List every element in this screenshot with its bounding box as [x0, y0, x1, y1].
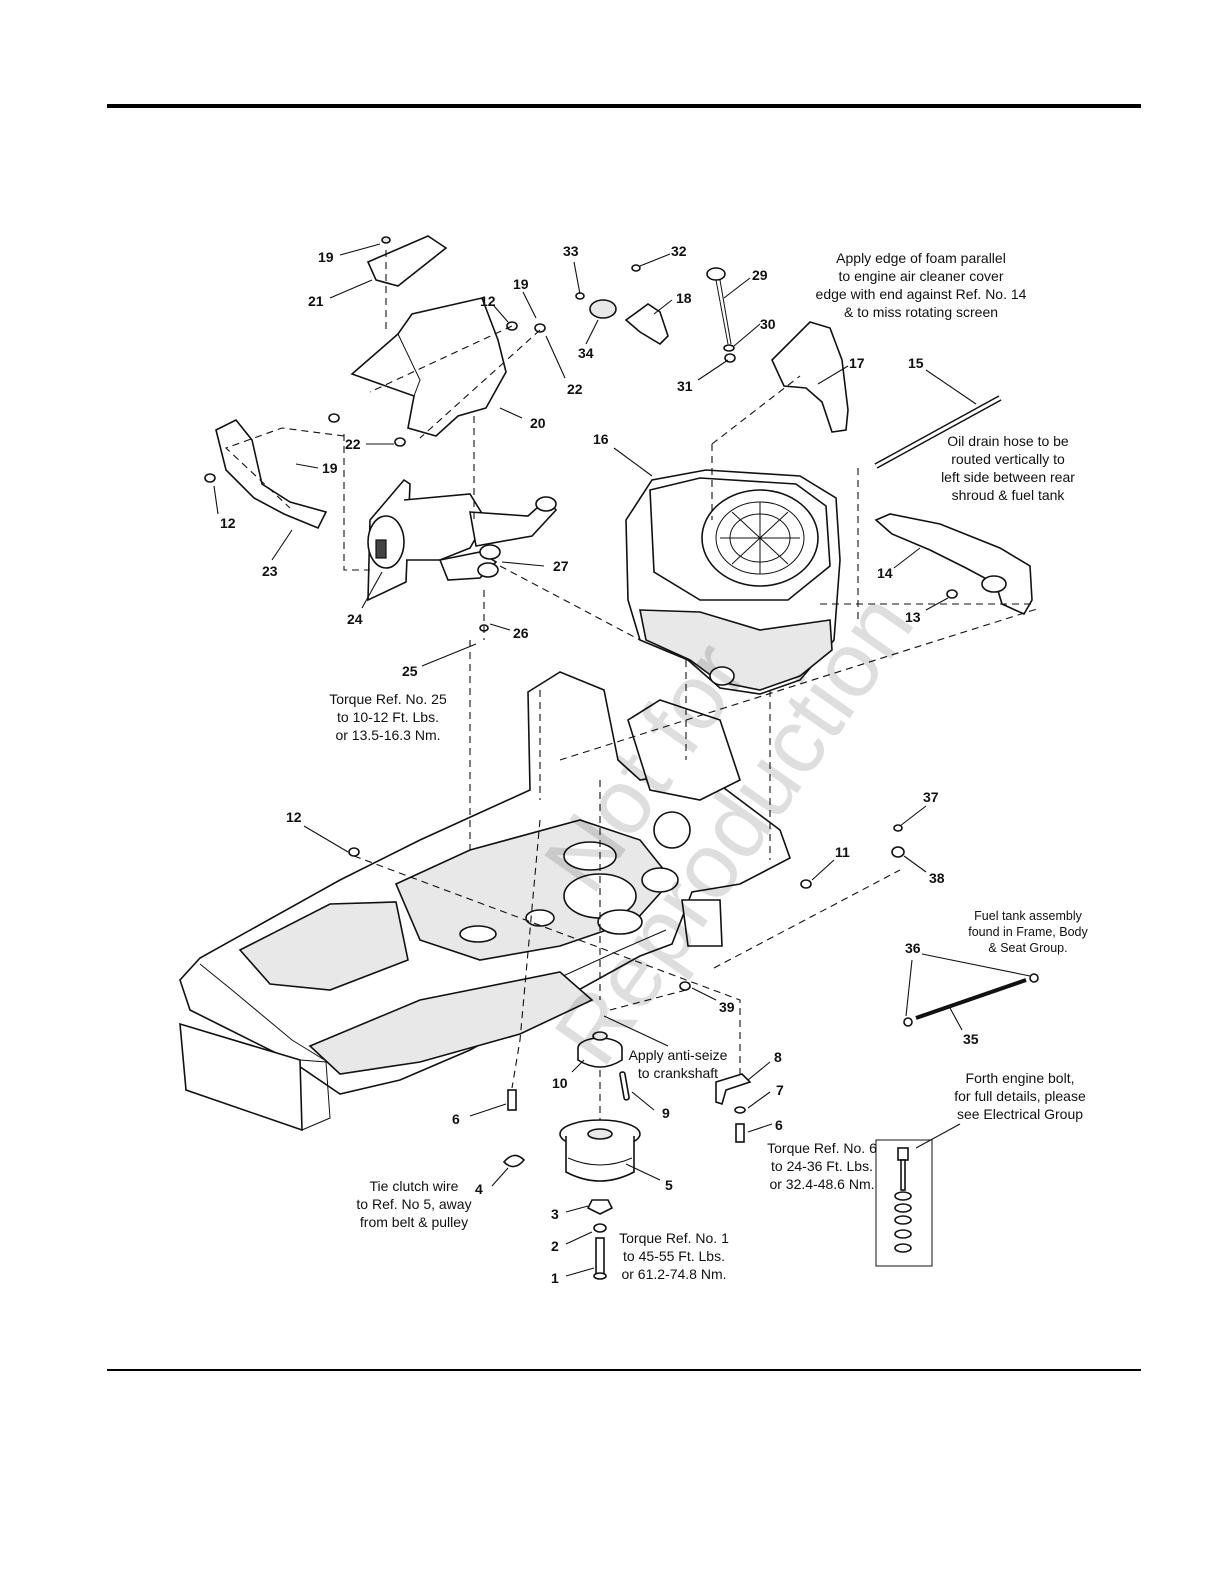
- part-frame: [179, 671, 791, 1132]
- callout-label: 6: [775, 1117, 783, 1133]
- header-rule: [107, 104, 1141, 108]
- callout-label: 5: [665, 1177, 673, 1193]
- part-key: [619, 1071, 630, 1101]
- callout-label: 9: [662, 1105, 670, 1121]
- callout-label: 26: [513, 625, 529, 641]
- callout-label: 2: [551, 1238, 559, 1254]
- callout-label: 35: [963, 1031, 979, 1047]
- callout-label: 12: [480, 293, 496, 309]
- callout-label: 12: [220, 515, 236, 531]
- callout-label: 14: [877, 565, 893, 581]
- callout-label: 24: [347, 611, 363, 627]
- callout-label: 36: [905, 940, 921, 956]
- part-oil-drain-hose: [874, 395, 1002, 469]
- callout-labels: 19 21 12 19 22 20 22 19 12 23 24 27 26 2…: [220, 243, 979, 1286]
- assembly-lines: [224, 250, 1041, 1120]
- part-engine: [625, 469, 841, 695]
- part-dipstick: [706, 267, 736, 363]
- callout-label: 7: [776, 1082, 784, 1098]
- part-side-shield: [215, 418, 328, 530]
- callout-label: 16: [593, 431, 609, 447]
- note-torque-ref-6: Torque Ref. No. 6 to 24-36 Ft. Lbs. or 3…: [767, 1140, 877, 1192]
- callout-label: 18: [676, 290, 692, 306]
- callout-label: 20: [530, 415, 546, 431]
- callout-label: 1: [551, 1270, 559, 1286]
- part-clutch: [559, 1119, 641, 1182]
- callout-label: 31: [677, 378, 693, 394]
- callout-label: 22: [567, 381, 583, 397]
- callout-label: 12: [286, 809, 302, 825]
- callout-label: 10: [552, 1075, 568, 1091]
- part-pulley: [577, 1031, 623, 1068]
- callout-label: 30: [760, 316, 776, 332]
- callout-label: 19: [322, 460, 338, 476]
- part-bolt-stack: [586, 1199, 614, 1280]
- callout-label: 8: [774, 1049, 782, 1065]
- callout-label: 13: [905, 609, 921, 625]
- part-main-heat-shield: [350, 297, 507, 437]
- callout-label: 19: [318, 249, 334, 265]
- leader-lines: [213, 243, 1031, 1277]
- callout-label: 3: [551, 1206, 559, 1222]
- part-fuel-tank-rod: [915, 978, 1027, 1020]
- callout-label: 33: [563, 243, 579, 259]
- note-torque-ref-1: Torque Ref. No. 1 to 45-55 Ft. Lbs. or 6…: [619, 1230, 729, 1282]
- callout-label: 11: [835, 844, 850, 860]
- part-knob: [589, 299, 617, 319]
- callout-label: 15: [908, 355, 924, 371]
- callout-label: 37: [923, 789, 939, 805]
- footer-rule: [107, 1369, 1141, 1371]
- callout-label: 29: [752, 267, 768, 283]
- part-clutch-wire-tie: [502, 1154, 526, 1168]
- callout-label: 4: [475, 1181, 483, 1197]
- callout-label: 27: [553, 558, 569, 574]
- callout-label: 23: [262, 563, 278, 579]
- part-foam-strip: [771, 321, 849, 433]
- note-anti-seize: Apply anti-seize to crankshaft: [628, 1047, 728, 1081]
- part-muffler: [367, 478, 558, 602]
- callout-label: 34: [578, 345, 594, 361]
- part-rear-shroud: [874, 513, 1033, 616]
- note-engine-bolt: Forth engine bolt, for full details, ple…: [954, 1070, 1086, 1122]
- callout-label: 39: [719, 999, 735, 1015]
- part-heat-shield-plate: [366, 235, 448, 287]
- callout-label: 38: [929, 870, 945, 886]
- part-exhaust-gasket: [479, 544, 501, 560]
- callout-label: 32: [671, 243, 687, 259]
- inset-engine-bolt: [875, 1139, 933, 1267]
- callout-label: 21: [308, 293, 324, 309]
- hardware-markers: [204, 236, 958, 991]
- note-clutch-wire: Tie clutch wire to Ref. No 5, away from …: [356, 1178, 472, 1230]
- callout-label: 6: [452, 1111, 460, 1127]
- callout-label: 17: [849, 355, 865, 371]
- callout-label: 25: [402, 663, 418, 679]
- callout-label: 19: [513, 276, 529, 292]
- part-control-bracket: [624, 303, 669, 346]
- note-fuel-tank-assembly: Fuel tank assembly found in Frame, Body …: [968, 909, 1088, 955]
- callout-label: 22: [345, 436, 361, 452]
- part-bracket-arm: [715, 1073, 752, 1106]
- note-oil-drain-routing: Oil drain hose to be routed vertically t…: [941, 433, 1075, 503]
- note-torque-ref-25: Torque Ref. No. 25 to 10-12 Ft. Lbs. or …: [329, 691, 447, 743]
- part-bolt-6: [507, 1089, 517, 1111]
- note-foam-placement: Apply edge of foam parallel to engine ai…: [815, 250, 1027, 320]
